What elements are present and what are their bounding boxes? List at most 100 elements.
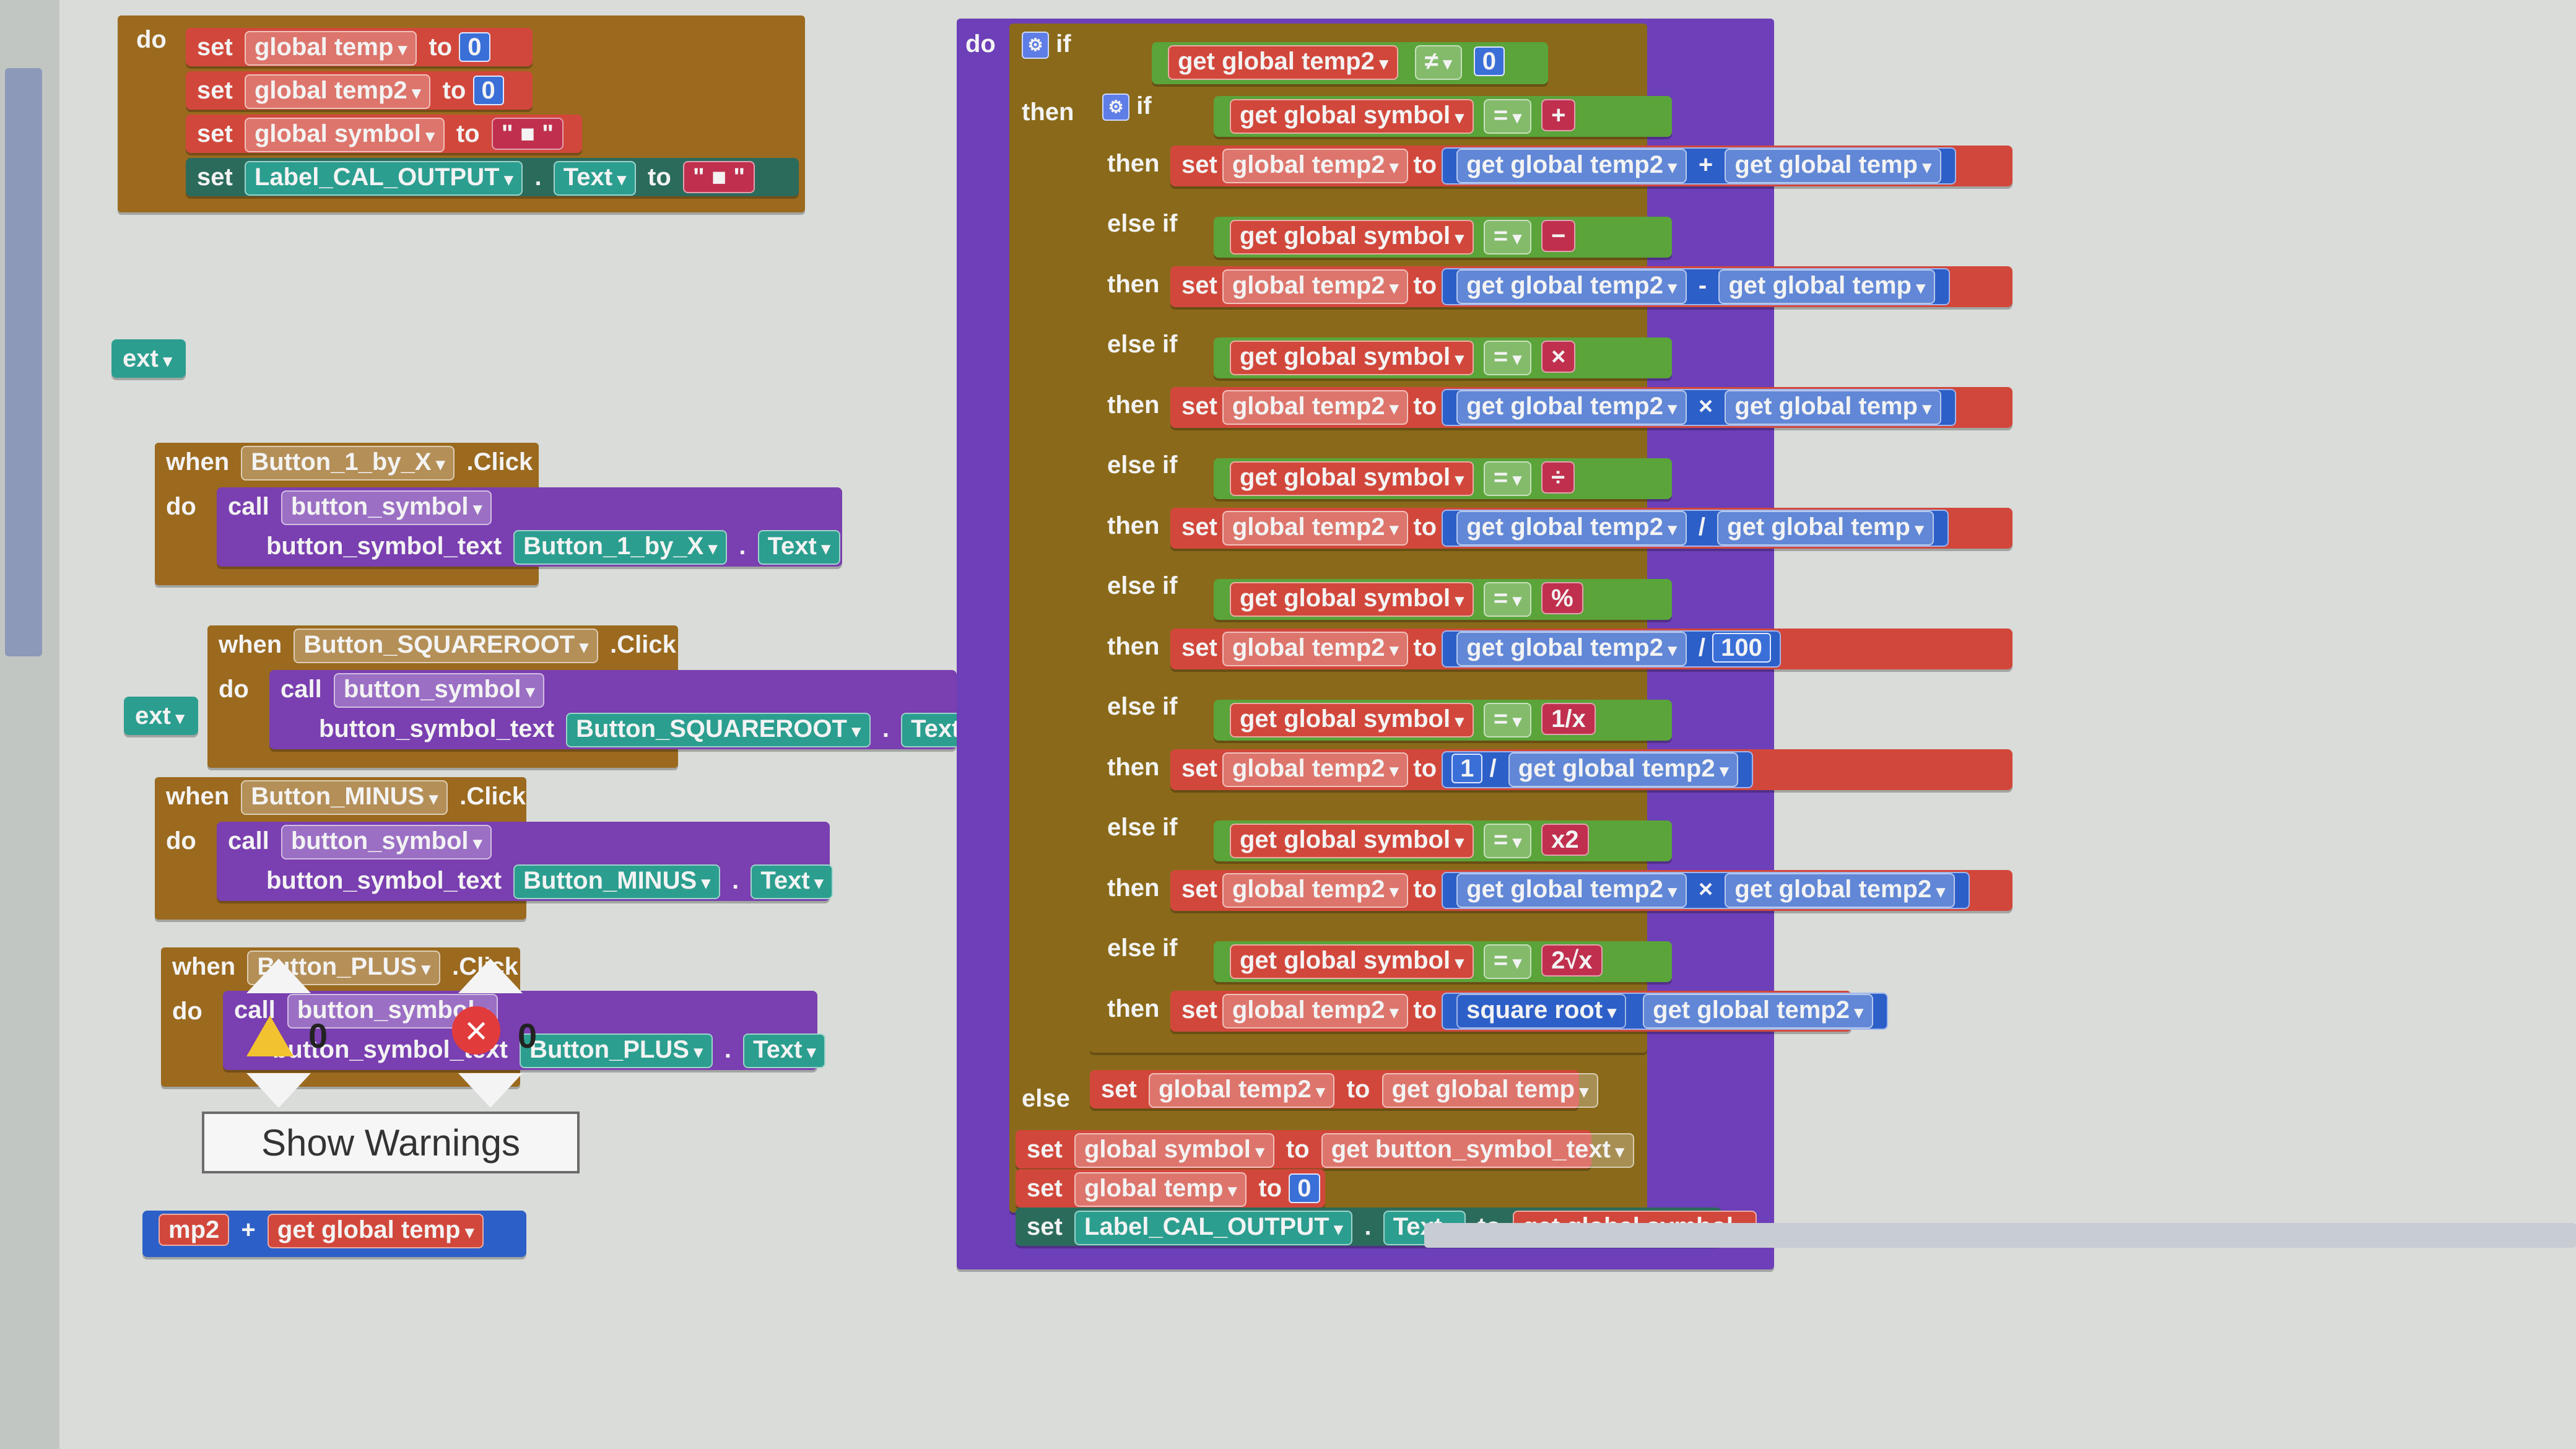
text-literal[interactable]: " ■ " <box>682 161 755 193</box>
condition-symbol-equals[interactable]: get global symbol = × <box>1214 337 1672 378</box>
text-literal[interactable]: ÷ <box>1541 461 1575 494</box>
get-global-symbol[interactable]: get global symbol <box>1230 99 1474 134</box>
get-global-symbol[interactable]: get global symbol <box>1230 824 1474 858</box>
compare-op-dropdown[interactable]: = <box>1483 341 1532 375</box>
get-variable[interactable]: get global temp <box>1725 390 1941 425</box>
component-dropdown[interactable]: Button_PLUS <box>520 1033 713 1068</box>
math-expression[interactable]: square root get global temp2 <box>1442 993 1888 1030</box>
compare-op-dropdown[interactable]: = <box>1483 703 1532 738</box>
set-global-symbol[interactable]: set global symbol to " ■ " <box>186 115 582 153</box>
compare-op-dropdown[interactable]: = <box>1483 99 1532 134</box>
get-global-symbol[interactable]: get global symbol <box>1230 582 1474 617</box>
get-global-temp[interactable]: get global temp <box>267 1214 484 1248</box>
condition-symbol-equals[interactable]: get global symbol=− <box>1214 217 1672 258</box>
var-dropdown[interactable]: global temp2 <box>1222 511 1409 546</box>
procedure-dropdown[interactable]: button_symbol <box>333 673 545 708</box>
var-dropdown[interactable]: global temp2 <box>1222 269 1409 304</box>
get-global-symbol[interactable]: get global symbol <box>1230 944 1474 979</box>
error-next-arrow-icon[interactable] <box>458 1073 523 1108</box>
math-expression[interactable]: get global temp2 + get global temp <box>1442 147 1956 185</box>
get-variable[interactable]: get global temp2 <box>1456 390 1687 425</box>
var-dropdown[interactable]: global temp <box>244 31 417 66</box>
get-variable[interactable]: get global temp2 <box>1456 269 1687 304</box>
event-component-dropdown[interactable]: Button_1_by_X <box>241 446 455 481</box>
text-literal[interactable]: + <box>1541 99 1576 131</box>
component-dropdown[interactable]: Label_CAL_OUTPUT <box>244 161 523 196</box>
text-literal[interactable]: − <box>1541 220 1576 252</box>
math-expression[interactable]: get global temp2 / get global temp <box>1442 510 1949 547</box>
procedure-dropdown[interactable]: button_symbol <box>281 490 492 525</box>
call-button-symbol[interactable]: call button_symbol button_symbol_text Bu… <box>269 670 984 749</box>
var-dropdown[interactable]: global temp2 <box>1222 632 1409 666</box>
property-dropdown[interactable]: Text <box>757 530 840 565</box>
compare-op-dropdown[interactable]: = <box>1483 944 1532 979</box>
math-expression[interactable]: get global temp2 × get global temp2 <box>1442 872 1970 909</box>
get-variable[interactable]: get global temp2 <box>1456 149 1687 183</box>
text-literal[interactable]: 2√x <box>1541 944 1603 977</box>
math-function-dropdown[interactable]: square root <box>1456 994 1627 1029</box>
number-literal[interactable]: 0 <box>459 32 490 62</box>
var-dropdown[interactable]: global temp2 <box>1222 752 1409 787</box>
component-dropdown[interactable]: Label_CAL_OUTPUT <box>1074 1211 1353 1245</box>
component-dropdown[interactable]: Button_1_by_X <box>513 530 728 565</box>
set-global-temp[interactable]: set global temp to 0 <box>1016 1169 1325 1208</box>
get-variable[interactable]: get global temp2 <box>1456 632 1687 666</box>
compare-op-dropdown[interactable]: = <box>1483 220 1532 255</box>
set-global-symbol[interactable]: set global symbol to get button_symbol_t… <box>1016 1130 1634 1168</box>
math-expression[interactable]: get global temp2 - get global temp <box>1442 268 1950 305</box>
number-literal[interactable]: 0 <box>1473 46 1505 76</box>
event-component-dropdown[interactable]: Button_SQUAREROOT <box>294 629 598 663</box>
get-variable[interactable]: get global temp2 <box>1456 873 1687 908</box>
call-button-symbol[interactable]: call button_symbol button_symbol_text Bu… <box>217 487 842 567</box>
var-dropdown[interactable]: global temp2 <box>1222 149 1409 183</box>
number-literal[interactable]: 0 <box>472 76 504 105</box>
get-variable[interactable]: get global temp <box>1717 511 1934 546</box>
get-variable[interactable]: get global temp2 <box>1456 511 1687 546</box>
compare-op-dropdown[interactable]: = <box>1483 582 1532 617</box>
get-global-temp2[interactable]: get global temp2 <box>1168 45 1398 80</box>
var-dropdown[interactable]: global temp2 <box>1222 994 1409 1029</box>
text-literal[interactable]: x2 <box>1541 824 1589 856</box>
get-variable[interactable]: get global temp2 <box>1508 752 1739 787</box>
number-literal[interactable]: 1 <box>1451 754 1483 783</box>
get-global-temp[interactable]: get global temp <box>1382 1073 1598 1108</box>
compare-op-dropdown[interactable]: = <box>1483 461 1532 496</box>
var-dropdown[interactable]: global temp <box>1074 1172 1247 1207</box>
get-variable[interactable]: get global temp <box>1718 269 1935 304</box>
show-warnings-button[interactable]: Show Warnings <box>202 1112 580 1173</box>
horizontal-scrollbar[interactable] <box>1424 1223 2576 1248</box>
call-button-symbol[interactable]: call button_symbol button_symbol_text Bu… <box>217 822 833 901</box>
number-literal[interactable]: 0 <box>1289 1173 1320 1203</box>
condition-symbol-equals[interactable]: get global symbol = 2√x <box>1214 941 1672 982</box>
condition-symbol-equals[interactable]: get global symbol=1/x <box>1214 700 1672 741</box>
warning-next-arrow-icon[interactable] <box>246 1073 311 1108</box>
component-dropdown[interactable]: Button_SQUAREROOT <box>566 713 871 747</box>
condition-not-equal[interactable]: get global temp2 ≠ 0 <box>1152 42 1548 84</box>
error-prev-arrow-icon[interactable] <box>458 959 523 993</box>
condition-symbol-equals[interactable]: get global symbol=x2 <box>1214 820 1672 861</box>
property-dropdown[interactable]: Text <box>553 161 636 196</box>
procedure-dropdown[interactable]: button_symbol <box>281 825 492 859</box>
condition-symbol-equals[interactable]: get global symbol = + <box>1214 96 1672 137</box>
component-dropdown[interactable]: Button_MINUS <box>513 864 720 899</box>
set-global-temp2[interactable]: set global temp2 to 0 <box>186 71 533 110</box>
text-literal[interactable]: 1/x <box>1541 703 1596 735</box>
var-dropdown[interactable]: global temp2 <box>1148 1073 1335 1108</box>
event-component-dropdown[interactable]: Button_MINUS <box>241 780 448 815</box>
vertical-scrollbar[interactable] <box>5 68 42 656</box>
number-literal[interactable]: 100 <box>1712 633 1771 663</box>
var-dropdown[interactable]: global temp2 <box>1222 873 1409 908</box>
set-label-output[interactable]: set Label_CAL_OUTPUT . Text to " ■ " <box>186 158 799 196</box>
text-literal[interactable]: % <box>1541 582 1583 614</box>
text-literal[interactable]: × <box>1541 341 1576 373</box>
get-global-symbol[interactable]: get global symbol <box>1230 341 1474 375</box>
property-dropdown[interactable]: Text <box>743 1033 826 1068</box>
